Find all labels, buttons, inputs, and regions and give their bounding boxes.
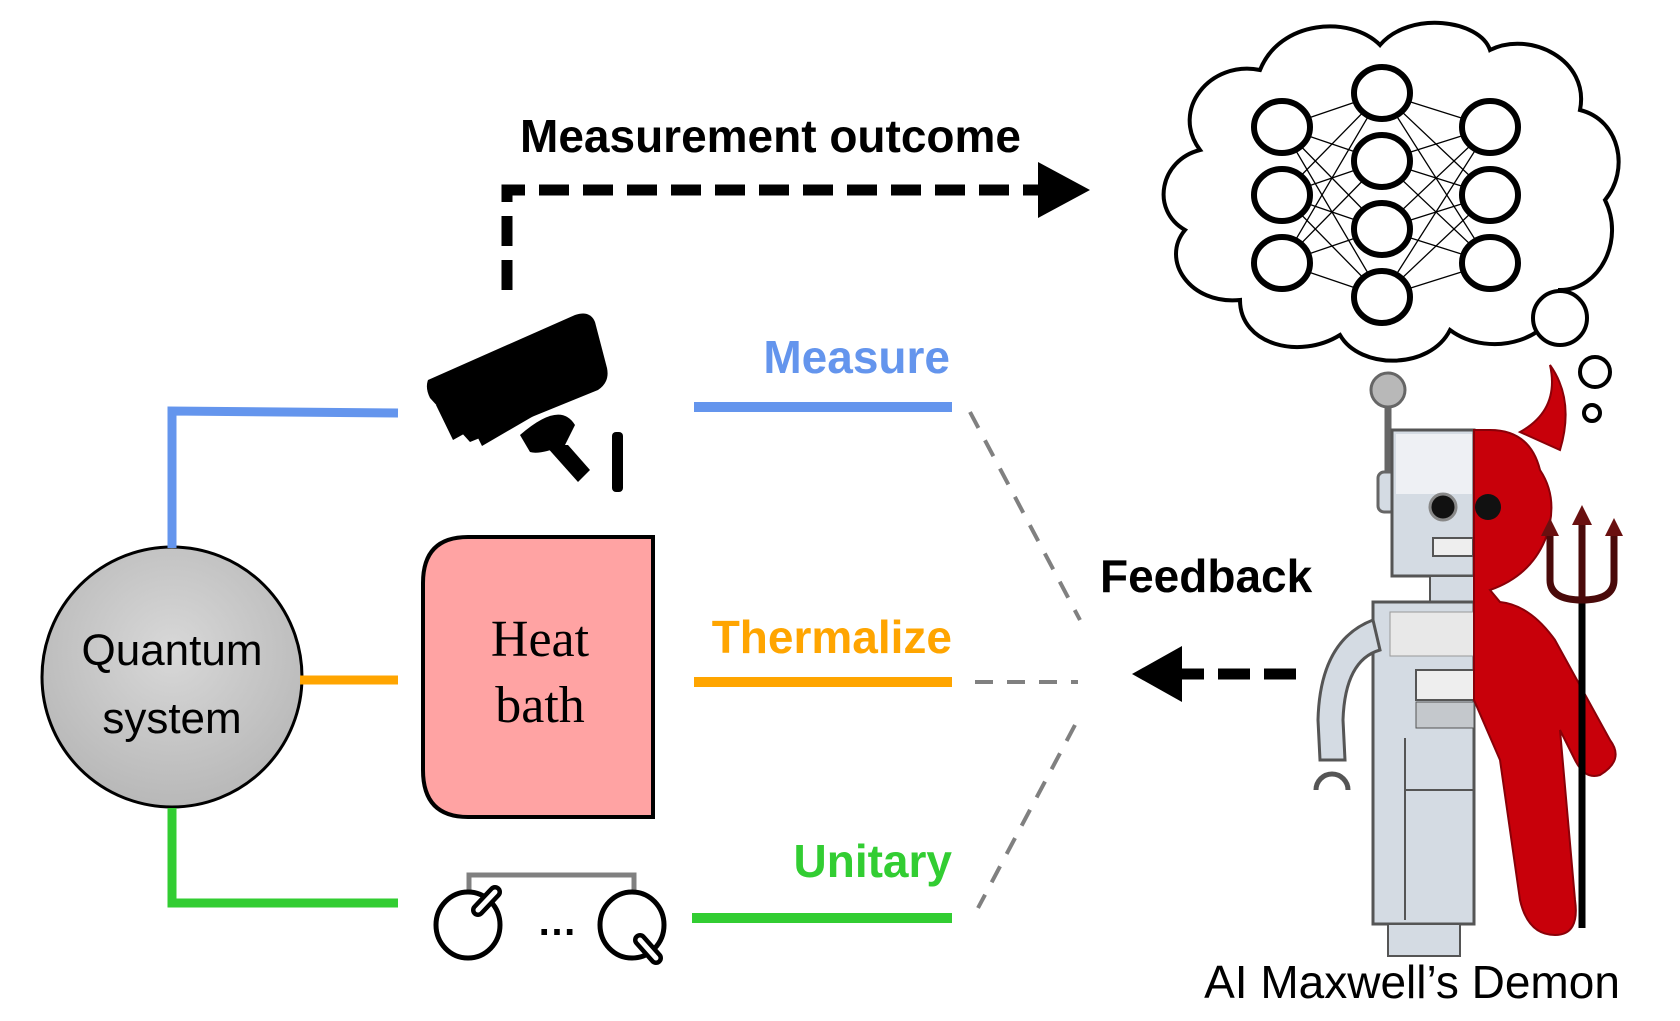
measure-connector <box>167 406 399 548</box>
quantum-system-node: Quantum system <box>40 545 304 809</box>
rotation-dial-left <box>433 885 503 961</box>
quantum-system-label-line2: system <box>102 694 241 743</box>
nn-node-layer-1 <box>1351 64 1413 122</box>
security-camera-icon <box>426 313 623 492</box>
feedback-arrow <box>1132 646 1296 702</box>
nn-node-layer-1 <box>1351 132 1413 190</box>
thought-bubble-medium <box>1578 355 1612 389</box>
nn-edge <box>1281 92 1383 264</box>
heat-bath-label-line1: Heat <box>491 611 590 668</box>
nn-node-layer-0 <box>1251 166 1313 224</box>
unitary-connector <box>167 808 398 908</box>
nn-node-layer-1 <box>1351 268 1413 326</box>
rotation-gates-icon: … <box>433 872 667 965</box>
nn-node-layer-2 <box>1459 234 1521 292</box>
neural-network-icon <box>1251 64 1521 326</box>
gates-ellipsis: … <box>537 900 577 944</box>
rotation-dial-right <box>597 889 667 965</box>
quantum-system-label-line1: Quantum <box>82 626 263 675</box>
heat-bath-box: Heat bath <box>421 535 655 819</box>
feedback-label: Feedback <box>1100 550 1313 602</box>
channel-unitary: Unitary <box>692 835 953 923</box>
measurement-outcome-arrow <box>501 162 1090 290</box>
nn-node-layer-1 <box>1351 200 1413 258</box>
nn-edge <box>1381 126 1491 298</box>
nn-node-layer-0 <box>1251 234 1313 292</box>
figure-caption: AI Maxwell’s Demon <box>1204 956 1620 1008</box>
measurement-outcome-label: Measurement outcome <box>520 110 1021 162</box>
thought-bubble-large <box>1531 289 1589 347</box>
channel-label-measure: Measure <box>763 331 950 383</box>
nn-node-layer-2 <box>1459 166 1521 224</box>
nn-node-layer-2 <box>1459 98 1521 156</box>
trident-icon <box>1541 505 1623 928</box>
channel-label-unitary: Unitary <box>794 835 953 887</box>
channel-label-thermalize: Thermalize <box>712 611 952 663</box>
feedback-selector-lines <box>968 411 1082 909</box>
thought-bubble-small <box>1582 403 1602 423</box>
heat-bath-label-line2: bath <box>495 677 585 734</box>
ai-maxwell-demon-figure <box>1313 364 1623 957</box>
channel-thermalize: Thermalize <box>694 611 952 687</box>
nn-node-layer-0 <box>1251 98 1313 156</box>
channel-measure: Measure <box>694 331 952 412</box>
